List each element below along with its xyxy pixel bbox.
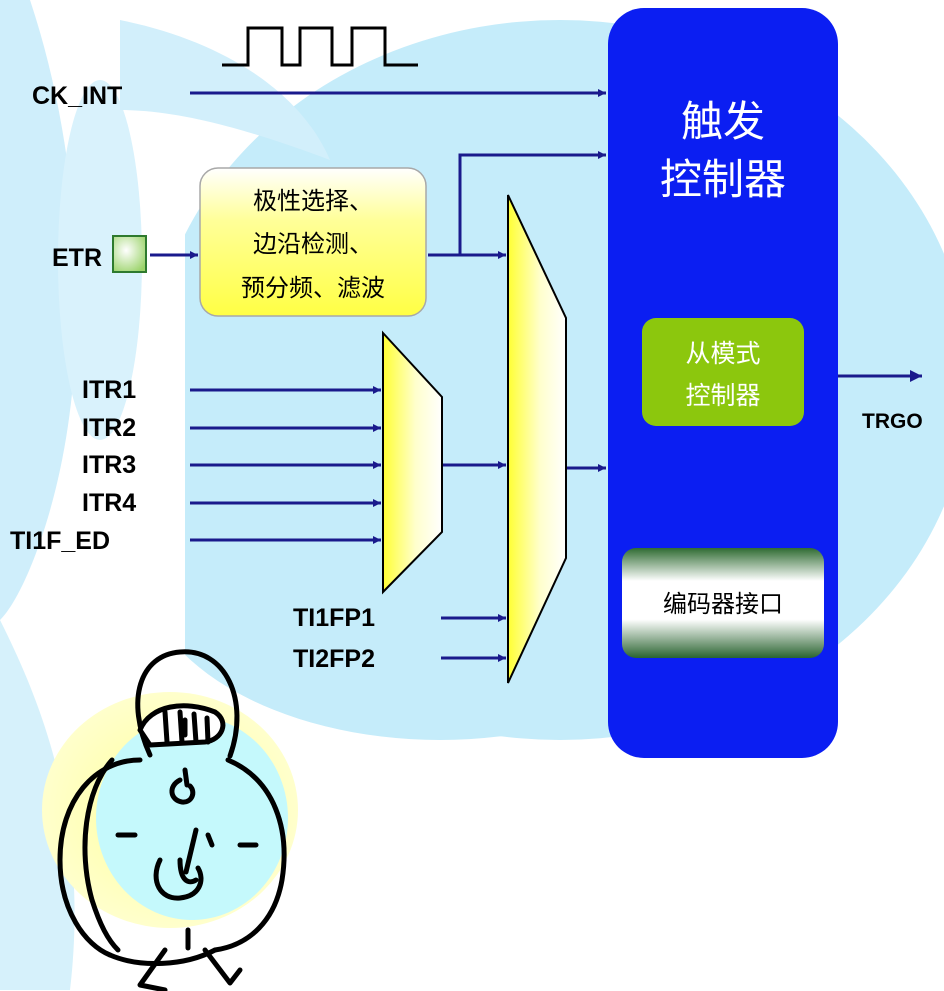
trigger-multiplexer (507, 194, 567, 684)
etr-label: ETR (52, 244, 102, 272)
slave-mode-controller-line1: 从模式 (685, 339, 760, 368)
encoder-interface-block (622, 548, 824, 658)
etr-processing-line3: 预分频、滤波 (241, 274, 385, 302)
ck-int-label: CK_INT (32, 82, 122, 110)
slave-mode-controller-block (642, 318, 804, 426)
input-multiplexer (382, 330, 443, 595)
encoder-interface-label: 编码器接口 (663, 590, 783, 618)
itr2-label: ITR2 (82, 414, 136, 442)
ti2fp2-label: TI2FP2 (293, 645, 375, 673)
etr-processing-block (199, 167, 427, 317)
ti1fp1-label: TI1FP1 (293, 604, 375, 632)
cartoon-clock-character-icon (42, 649, 298, 991)
clock-waveform-icon (222, 26, 418, 67)
signal-wires (150, 89, 922, 662)
itr1-label: ITR1 (82, 376, 136, 404)
slave-mode-controller-line2: 控制器 (685, 381, 760, 410)
etr-processing-line1: 极性选择、 (253, 187, 373, 215)
itr4-label: ITR4 (82, 489, 136, 517)
trigger-controller-title-line2: 控制器 (660, 155, 786, 204)
ti1f-ed-label: TI1F_ED (10, 527, 110, 555)
trgo-label: TRGO (862, 410, 923, 433)
etr-pin-icon (112, 235, 147, 273)
etr-processing-line2: 边沿检测、 (253, 230, 373, 258)
trigger-controller-title-line1: 触发 (681, 97, 765, 146)
itr3-label: ITR3 (82, 451, 136, 479)
